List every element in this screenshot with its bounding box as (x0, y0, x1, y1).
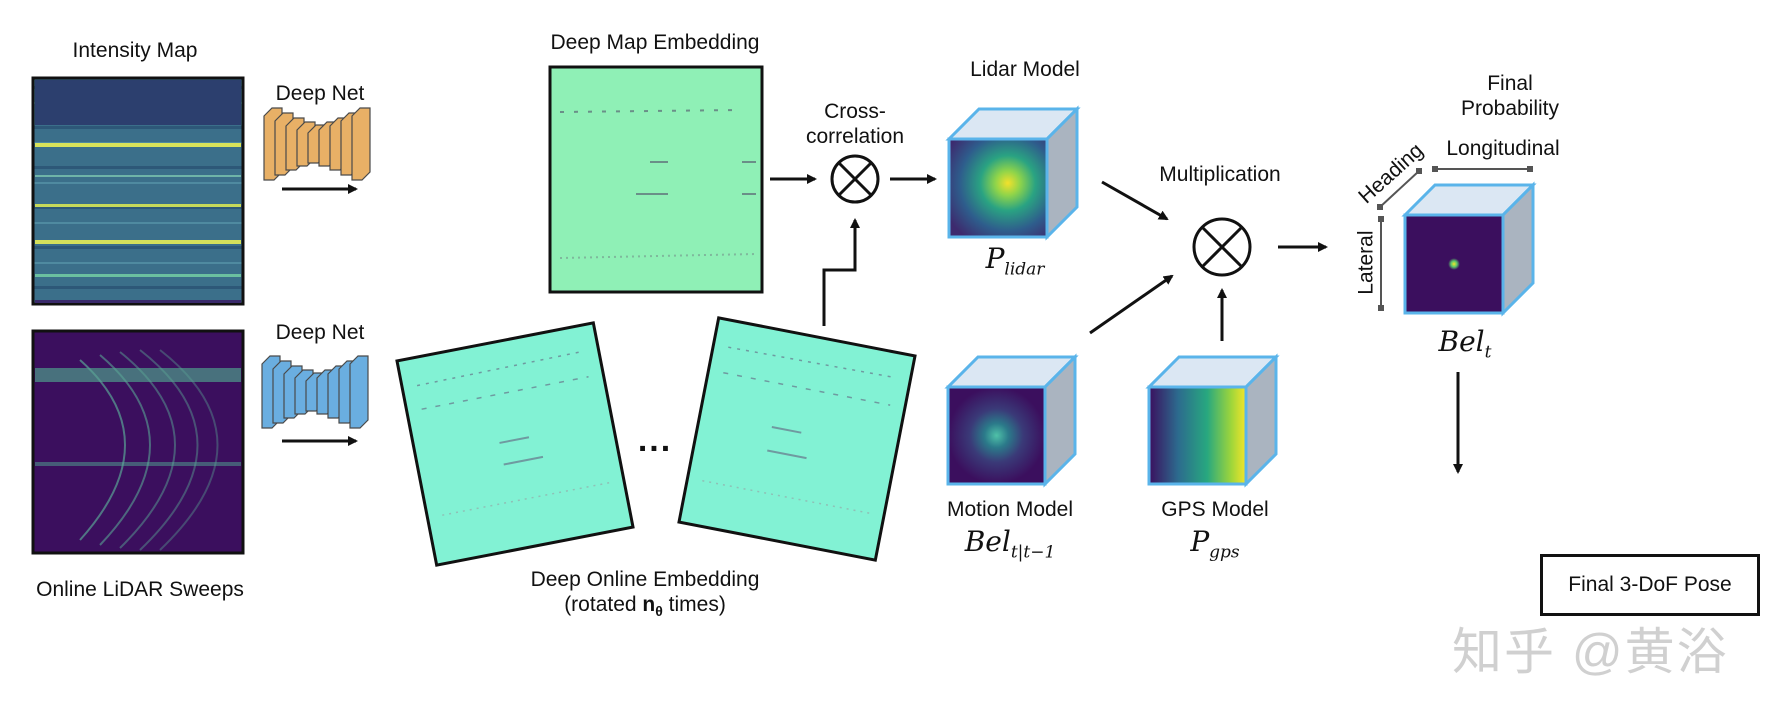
watermark: 知乎 @黄浴 (1452, 624, 1729, 680)
cube-front-face (947, 137, 1049, 239)
online-lidar-image (31, 329, 245, 555)
final-pose-box: Final 3-DoF Pose (1540, 554, 1760, 616)
lateral-axis (1378, 216, 1384, 311)
deep-map-embedding-label: Deep Map Embedding (550, 31, 760, 54)
motion-model-cube (944, 353, 1079, 488)
lateral-label: Lateral (1354, 230, 1378, 295)
longitudinal-label: Longitudinal (1446, 137, 1560, 160)
deep-net-icon-top (263, 107, 371, 181)
multiplication-operator (1192, 217, 1252, 277)
cube-front-face (946, 385, 1047, 486)
deep-online-embedding-label: Deep Online Embedding (rotated nθ times) (510, 567, 780, 620)
bel-t-math: Belt (1438, 325, 1492, 363)
bel-motion-math: Belt|t−1 (964, 525, 1056, 563)
deep-map-embedding-image (548, 65, 764, 294)
longitudinal-axis (1432, 166, 1533, 172)
net-layer (351, 107, 371, 181)
multiplication-label: Multiplication (1159, 163, 1281, 186)
final-probability-label: Final Probability (1460, 72, 1560, 121)
cross-correlation-operator (830, 154, 880, 204)
cube-front-face (1147, 385, 1248, 486)
p-lidar-math: Plidar (985, 242, 1045, 280)
net-layer (349, 355, 369, 429)
deep-net-bottom-label: Deep Net (275, 321, 365, 344)
gps-model-label: GPS Model (1161, 498, 1269, 521)
intensity-map-label: Intensity Map (72, 39, 198, 62)
deep-online-embedding-image-1 (395, 321, 635, 567)
arrow-online-to-xcorr (822, 218, 860, 326)
gps-model-cube (1145, 353, 1280, 488)
cross-correlation-label: Cross- correlation (805, 100, 905, 149)
heading-axis (1377, 168, 1422, 210)
deep-net-icon-bottom (261, 355, 369, 429)
p-gps-math: Pgps (1190, 525, 1240, 563)
motion-model-label: Motion Model (946, 498, 1074, 521)
deep-net-top-label: Deep Net (275, 82, 365, 105)
arrow-motion-to-mult (1089, 274, 1174, 335)
intensity-map-image (31, 76, 245, 306)
lidar-model-label: Lidar Model (970, 58, 1080, 81)
online-lidar-label: Online LiDAR Sweeps (36, 578, 244, 601)
cube-front-face (1403, 213, 1505, 315)
rotated-note: (rotated nθ times) (564, 593, 726, 620)
ellipsis: ... (637, 421, 673, 459)
final-probability-cube (1401, 181, 1537, 317)
arrow-lidar-to-mult (1101, 180, 1169, 221)
deep-online-embedding-image-2 (677, 316, 917, 562)
lidar-model-cube (945, 105, 1081, 241)
